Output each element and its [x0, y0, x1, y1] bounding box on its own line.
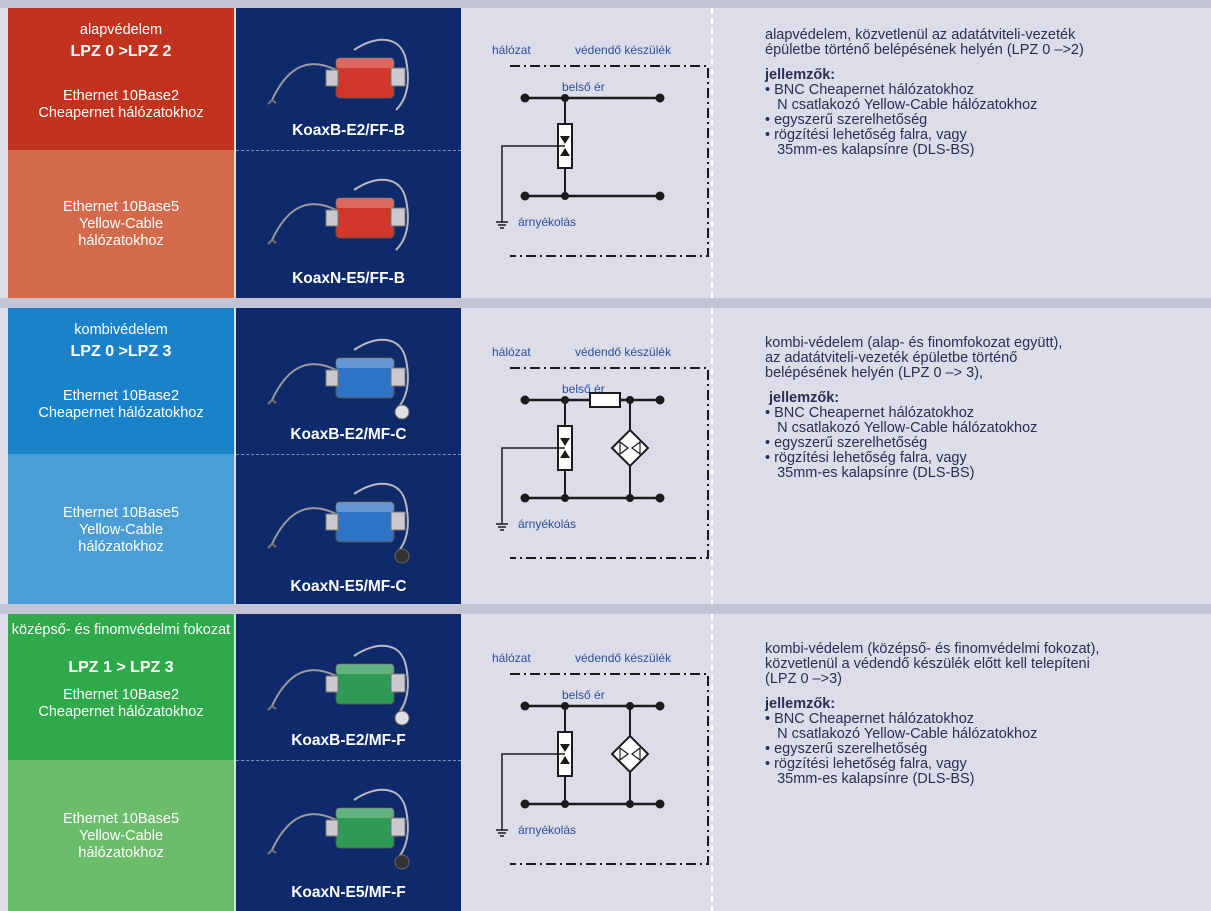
network-line: Ethernet 10Base5: [62, 811, 180, 827]
network-line: Ethernet 10Base5: [62, 199, 180, 215]
zone-label: LPZ 0 >LPZ 2: [70, 43, 172, 60]
network-line: Ethernet 10Base2: [62, 88, 180, 104]
network-line: hálózatokhoz: [78, 845, 164, 861]
product-image-top: [267, 38, 409, 111]
description-line: épületbe történő belépésének helyén (LPZ…: [765, 42, 1084, 58]
diagram-inner-label: belső ér: [562, 688, 605, 702]
protection-type: alapvédelem: [79, 22, 163, 38]
product-column: KoaxB-E2/MF-C KoaxN-E5/MF-C: [236, 308, 461, 606]
product-image-top: [267, 644, 410, 726]
feature-item: • egyszerű szerelhetőség: [765, 741, 928, 757]
product-name-bottom: KoaxN-E5/MF-F: [291, 884, 406, 901]
protection-type: kombivédelem: [74, 322, 168, 338]
feature-item: 35mm-es kalapsínre (DLS-BS): [765, 142, 975, 158]
description-line: közvetlenül a védendő készülék előtt kel…: [765, 656, 1090, 672]
network-line: Yellow-Cable: [78, 828, 164, 844]
column-separator: [711, 614, 713, 911]
product-name-bottom: KoaxN-E5/MF-C: [290, 578, 407, 595]
feature-item: 35mm-es kalapsínre (DLS-BS): [765, 465, 975, 481]
diagram-network-label: hálózat: [492, 345, 531, 359]
section-divider: [0, 604, 1211, 614]
diagram-shield-label: árnyékolás: [518, 215, 576, 229]
product-name-top: KoaxB-E2/FF-B: [292, 122, 405, 139]
diagram-network-label: hálózat: [492, 43, 531, 57]
network-line: Cheapernet hálózatokhoz: [38, 405, 204, 421]
description-block: kombi-védelem (alap- és finomfokozat egy…: [765, 336, 1205, 481]
product-column: KoaxB-E2/FF-B KoaxN-E5/FF-B: [236, 8, 461, 298]
product-image-bottom: [267, 788, 410, 870]
description-line: kombi-védelem (középső- és finomvédelmi …: [765, 641, 1100, 657]
product-column: KoaxB-E2/MF-F KoaxN-E5/MF-F: [236, 614, 461, 911]
product-divider: [236, 454, 461, 455]
features-label: jellemzők:: [765, 390, 840, 406]
feature-item: N csatlakozó Yellow-Cable hálózatokhoz: [765, 420, 1038, 436]
diagram-shield-label: árnyékolás: [518, 823, 576, 837]
description-line: kombi-védelem (alap- és finomfokozat egy…: [765, 335, 1063, 351]
feature-item: 35mm-es kalapsínre (DLS-BS): [765, 771, 975, 787]
description-block: alapvédelem, közvetlenül az adatátviteli…: [765, 28, 1205, 158]
feature-item: • rögzítési lehetőség falra, vagy: [765, 756, 967, 772]
circuit-diagram: hálózat védendő készülék belső ér árnyékolá…: [492, 651, 709, 865]
network-line: Cheapernet hálózatokhoz: [38, 105, 204, 121]
network-line: Yellow-Cable: [78, 522, 164, 538]
network-line: Ethernet 10Base5: [62, 505, 180, 521]
feature-item: • BNC Cheapernet hálózatokhoz: [765, 711, 975, 727]
diagram-network-label: hálózat: [492, 651, 531, 665]
description-line: belépésének helyén (LPZ 0 –> 3),: [765, 365, 984, 381]
network-line: Yellow-Cable: [78, 216, 164, 232]
section-divider: [0, 0, 1211, 8]
network-line: hálózatokhoz: [78, 233, 164, 249]
zone-label: LPZ 0 >LPZ 3: [70, 343, 172, 360]
feature-item: • egyszerű szerelhetőség: [765, 112, 928, 128]
product-image-bottom: [267, 178, 409, 251]
product-divider: [236, 760, 461, 761]
product-image-top: [267, 338, 410, 420]
product-name-top: KoaxB-E2/MF-F: [291, 732, 406, 749]
feature-item: N csatlakozó Yellow-Cable hálózatokhoz: [765, 726, 1038, 742]
diagram-device-label: védendő készülék: [575, 345, 672, 359]
section-divider: [0, 298, 1211, 308]
diagram-inner-label: belső ér: [562, 80, 605, 94]
feature-item: • BNC Cheapernet hálózatokhoz: [765, 82, 975, 98]
product-image-bottom: [267, 482, 410, 564]
description-line: alapvédelem, közvetlenül az adatátviteli…: [765, 27, 1076, 43]
network-line: Ethernet 10Base2: [62, 687, 180, 703]
circuit-diagram: hálózat védendő készülék belső ér árnyékolá…: [492, 43, 709, 257]
product-name-top: KoaxB-E2/MF-C: [290, 426, 407, 443]
zone-label: LPZ 1 > LPZ 3: [68, 659, 174, 676]
description-line: (LPZ 0 –>3): [765, 671, 842, 687]
product-divider: [236, 150, 461, 151]
features-label: jellemzők:: [765, 696, 836, 712]
feature-item: • egyszerű szerelhetőség: [765, 435, 928, 451]
network-line: Cheapernet hálózatokhoz: [38, 704, 204, 720]
diagram-device-label: védendő készülék: [575, 651, 672, 665]
diagram-device-label: védendő készülék: [575, 43, 672, 57]
description-line: az adatátviteli-vezeték épületbe történő: [765, 350, 1018, 366]
feature-item: • rögzítési lehetőség falra, vagy: [765, 450, 967, 466]
feature-item: N csatlakozó Yellow-Cable hálózatokhoz: [765, 97, 1038, 113]
protection-type: középső- és finomvédelmi fokozat: [11, 622, 231, 638]
feature-item: • BNC Cheapernet hálózatokhoz: [765, 405, 975, 421]
column-separator: [711, 8, 713, 298]
network-line: Ethernet 10Base2: [62, 388, 180, 404]
product-name-bottom: KoaxN-E5/FF-B: [292, 270, 405, 287]
description-block: kombi-védelem (középső- és finomvédelmi …: [765, 642, 1205, 787]
features-label: jellemzők:: [765, 67, 836, 83]
feature-item: • rögzítési lehetőség falra, vagy: [765, 127, 967, 143]
diagram-shield-label: árnyékolás: [518, 517, 576, 531]
column-separator: [711, 308, 713, 606]
network-line: hálózatokhoz: [78, 539, 164, 555]
